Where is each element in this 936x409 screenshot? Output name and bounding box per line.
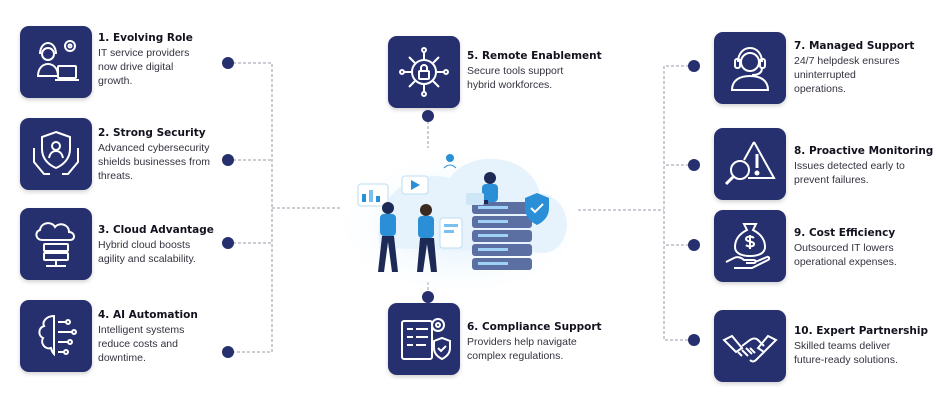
strong-security-desc: Advanced cybersecurity shields businesse… (98, 142, 211, 182)
connector-dot (688, 60, 700, 72)
expert-partnership-desc: Skilled teams deliver future-ready solut… (794, 340, 898, 366)
lock-network-icon (399, 47, 449, 97)
expert-partnership-tile (714, 310, 786, 382)
ai-automation-tile (20, 300, 92, 372)
connector-dot (422, 291, 434, 303)
shield-hands-icon (33, 130, 79, 175)
cloud-advantage-desc: Hybrid cloud boosts agility and scalabil… (98, 239, 196, 265)
remote-enablement-desc: Secure tools support hybrid workforces. (467, 65, 564, 91)
connector-dot (222, 346, 234, 358)
handshake-icon (722, 334, 778, 363)
managed-support-tile (714, 32, 786, 104)
compliance-support-desc: Providers help navigate complex regulati… (467, 336, 577, 362)
connector-dot (222, 237, 234, 249)
cost-efficiency-desc: Outsourced IT lowers operational expense… (794, 242, 897, 268)
connector-dot (688, 239, 700, 251)
ai-automation-title: 4. AI Automation (98, 309, 198, 321)
cost-efficiency-tile (714, 210, 786, 282)
strong-security-title: 2. Strong Security (98, 127, 206, 139)
ai-automation-desc: Intelligent systems reduce costs and dow… (98, 324, 185, 364)
managed-support-title: 7. Managed Support (794, 40, 915, 52)
connector-dot (222, 154, 234, 166)
compliance-support-title: 6. Compliance Support (467, 321, 602, 333)
team-server-illustration (340, 146, 580, 288)
connector-dot (688, 159, 700, 171)
compliance-support-tile (388, 303, 460, 375)
headset-agent-icon (730, 46, 770, 91)
proactive-monitoring-title: 8. Proactive Monitoring (794, 145, 934, 157)
proactive-monitoring-desc: Issues detected early to prevent failure… (794, 160, 905, 186)
money-bag-hand-icon (725, 223, 771, 269)
cloud-advantage-title: 3. Cloud Advantage (98, 224, 214, 236)
cloud-advantage-tile (20, 208, 92, 280)
managed-support-desc: 24/7 helpdesk ensures uninterrupted oper… (794, 55, 900, 95)
evolving-role-tile (20, 26, 92, 98)
connector-dot (688, 334, 700, 346)
ai-brain-circuit-icon (38, 314, 77, 357)
evolving-role-title: 1. Evolving Role (98, 32, 193, 44)
proactive-monitoring-tile (714, 128, 786, 200)
connector-dot (422, 110, 434, 122)
cost-efficiency-title: 9. Cost Efficiency (794, 227, 896, 239)
remote-enablement-tile (388, 36, 460, 108)
remote-enablement-title: 5. Remote Enablement (467, 50, 602, 62)
evolving-role-desc: IT service providers now drive digital g… (98, 47, 190, 87)
strong-security-tile (20, 118, 92, 190)
document-shield-gear-icon (401, 318, 451, 361)
connector-dot (222, 57, 234, 69)
warning-magnifier-icon (724, 141, 776, 186)
cloud-server-icon (35, 222, 75, 267)
support-agent-gear-icon (36, 40, 79, 81)
expert-partnership-title: 10. Expert Partnership (794, 325, 929, 337)
